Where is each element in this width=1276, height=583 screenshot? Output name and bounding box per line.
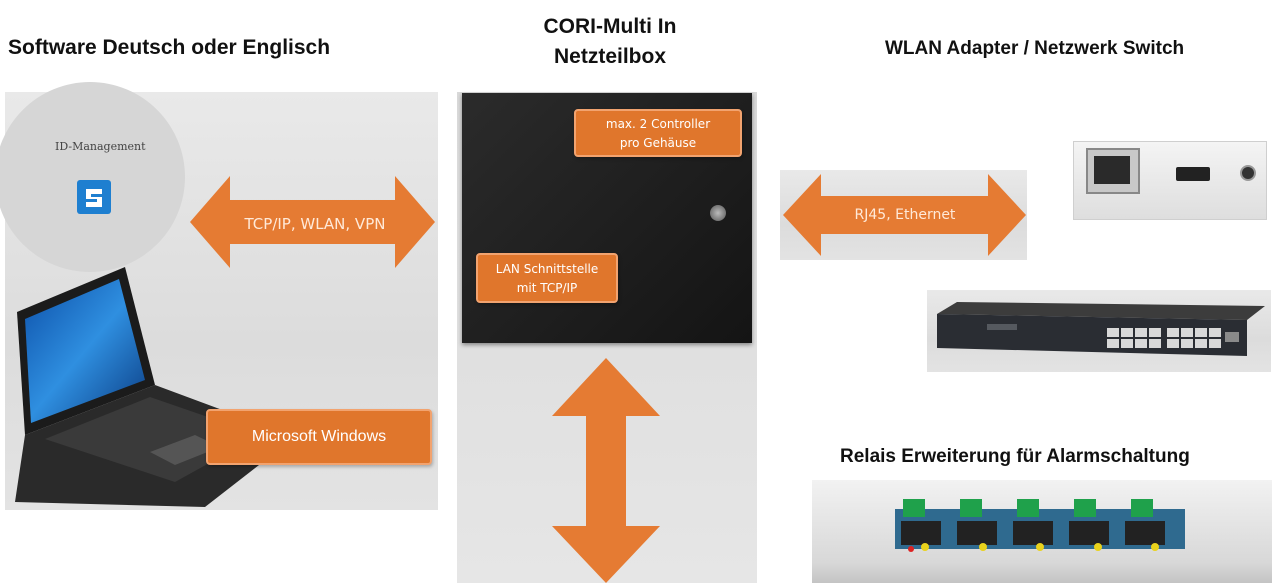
- network-switch-icon: [937, 302, 1265, 356]
- controller-label: max. 2 Controller pro Gehäuse: [574, 109, 742, 157]
- heading-relais: Relais Erweiterung für Alarmschaltung: [840, 446, 1190, 467]
- tcpip-double-arrow: [190, 176, 435, 268]
- id-management-logo-icon: [77, 180, 111, 214]
- controller-label-line1: max. 2 Controller: [605, 117, 711, 131]
- lan-label-line2: mit TCP/IP: [516, 281, 578, 295]
- rj45-port-icon: [1086, 148, 1140, 194]
- lan-label-line1: LAN Schnittstelle: [495, 262, 599, 276]
- audio-port-icon: [1240, 165, 1256, 181]
- id-management-badge: ID-Management: [0, 82, 185, 272]
- os-label: Microsoft Windows: [206, 409, 432, 465]
- ethernet-double-arrow: [783, 174, 1026, 256]
- heading-wlan: WLAN Adapter / Netzwerk Switch: [885, 38, 1185, 59]
- hdmi-port-icon: [1176, 167, 1210, 181]
- vertical-double-arrow: [552, 358, 660, 583]
- id-management-label: ID-Management: [55, 140, 146, 153]
- ethernet-label: RJ45, Ethernet: [854, 207, 956, 223]
- tcpip-label: TCP/IP, WLAN, VPN: [244, 215, 386, 233]
- heading-cori-line2: Netzteilbox: [553, 45, 666, 68]
- heading-cori: CORI-Multi In Netzteilbox: [505, 12, 715, 72]
- lan-label: LAN Schnittstelle mit TCP/IP: [476, 253, 618, 303]
- heading-cori-line1: CORI-Multi In: [543, 15, 677, 38]
- software-panel: ID-Management TCP/IP, WLAN, VPN Microsof…: [0, 82, 438, 510]
- heading-software: Software Deutsch oder Englisch: [8, 36, 331, 59]
- wlan-adapter-image: [1073, 141, 1267, 220]
- relais-board-icon: [895, 499, 1185, 552]
- lock-icon: [710, 205, 726, 221]
- cori-enclosure: max. 2 Controller pro Gehäuse LAN Schnit…: [462, 93, 752, 343]
- laptop-icon: [15, 267, 295, 507]
- controller-label-line2: pro Gehäuse: [619, 136, 697, 150]
